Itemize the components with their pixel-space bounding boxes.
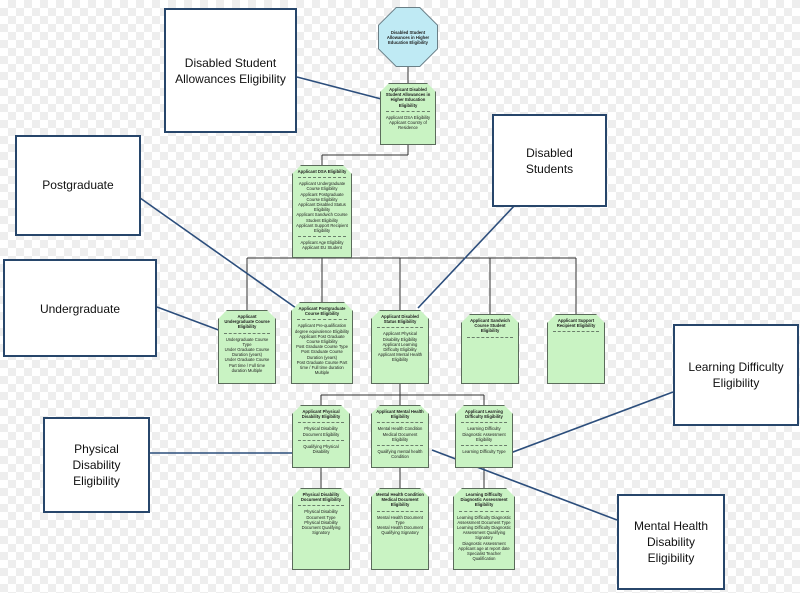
box-line: Applicant Undergraduate Course Eligibili… bbox=[298, 181, 346, 192]
callout-text: Postgraduate bbox=[42, 178, 114, 192]
divider bbox=[297, 319, 347, 320]
callout-undergraduate: Undergraduate bbox=[3, 259, 157, 357]
box-title: Applicant Sandwich Course Student Eligib… bbox=[470, 318, 510, 334]
callout-text: Mental Health Disability Eligibility bbox=[633, 519, 709, 565]
box-line: Learning Difficulty Diagnostic Assessmen… bbox=[462, 426, 506, 442]
box-line: Applicant Postgraduate Course Eligibilit… bbox=[300, 191, 344, 202]
box-line: Under Graduate Course Part time / Full t… bbox=[224, 357, 270, 373]
callout-learning-difficulty: Learning Difficulty Eligibility bbox=[673, 324, 799, 426]
box-title: Applicant Mental Health Eligibility bbox=[376, 409, 424, 420]
box-line: Specialist Teacher Qualification bbox=[467, 551, 501, 562]
box-line: Applicant Post Graduate Course Eligibili… bbox=[299, 333, 345, 345]
divider bbox=[298, 422, 344, 423]
divider bbox=[377, 327, 423, 328]
box-learning-document: Learning Difficulty Diagnostic Assessmen… bbox=[453, 488, 515, 570]
divider bbox=[461, 422, 507, 423]
divider bbox=[377, 422, 423, 423]
box-dsa: Applicant DSA Eligibility Applicant Unde… bbox=[292, 165, 352, 258]
divider bbox=[461, 445, 507, 446]
box-sandwich-course: Applicant Sandwich Course Student Eligib… bbox=[461, 314, 519, 384]
box-undergraduate: Applicant Undergraduate Course Eligibili… bbox=[218, 310, 276, 384]
callout-disabled-students: Disabled Students bbox=[492, 114, 607, 207]
divider bbox=[298, 440, 344, 441]
divider bbox=[459, 511, 509, 512]
box-physical-document: Physical Disability Document Eligibility… bbox=[292, 488, 350, 570]
box-line: Applicant Age Eligibility bbox=[300, 240, 344, 246]
box-line: Post Graduate Course Type bbox=[296, 344, 348, 350]
box-line: Physical Disability Document Qualifying … bbox=[301, 519, 341, 536]
box-title: Applicant Learning Difficulty Eligibilit… bbox=[465, 409, 503, 420]
box-line: Physical Disability Document Eligibility bbox=[302, 426, 340, 437]
box-line: Diagnostic Assessment Applicant age at r… bbox=[458, 540, 510, 551]
callout-text: Disabled Student Allowances Eligibility bbox=[175, 55, 286, 86]
callout-dsa-eligibility: Disabled Student Allowances Eligibility bbox=[164, 8, 297, 133]
box-title: Learning Difficulty Diagnostic Assessmen… bbox=[460, 492, 508, 508]
callout-text: Physical Disability Eligibility bbox=[72, 442, 121, 488]
box-line: Applicant Pre-qualification degree equiv… bbox=[295, 323, 350, 334]
divider bbox=[467, 337, 513, 338]
box-postgraduate: Applicant Postgraduate Course Eligibilit… bbox=[291, 302, 353, 384]
box-line: Applicant Physical Disability Eligibilit… bbox=[382, 331, 418, 342]
box-line: Applicant Support Recipient Eligibility bbox=[296, 222, 348, 234]
box-title: Applicant Disabled Status Eligibility bbox=[381, 314, 419, 325]
box-line: Post Graduate Course Part time / Full ti… bbox=[296, 359, 348, 376]
box-line: Applicant Sandwich Course Student Eligib… bbox=[296, 212, 348, 223]
box-title: Applicant Physical Disability Eligibilit… bbox=[301, 409, 341, 420]
box-title: Applicant Postgraduate Course Eligibilit… bbox=[298, 306, 346, 317]
box-line: Post Graduate Course Duration (years) bbox=[301, 349, 343, 360]
divider bbox=[298, 505, 344, 506]
callout-mental-health: Mental Health Disability Eligibility bbox=[617, 494, 725, 590]
callout-postgraduate: Postgraduate bbox=[15, 135, 141, 236]
box-line: Learning Difficulty Diagnostic Assessmen… bbox=[457, 525, 511, 541]
box-line: Under Graduate Course Duration (years) bbox=[224, 347, 270, 358]
box-title: Physical Disability Document Eligibility bbox=[300, 492, 342, 503]
box-line: Mental Health Condition Medical Document… bbox=[377, 426, 423, 442]
box-line: Applicant Disabled Status Eligibility bbox=[298, 202, 346, 213]
divider bbox=[224, 333, 270, 334]
box-support-recipient: Applicant Support Recipient Eligibility bbox=[547, 314, 605, 384]
box-line: Undergraduate Course Type bbox=[225, 336, 269, 347]
box-title: Applicant Disabled Student Allowances in… bbox=[385, 87, 431, 108]
box-line: Learning Difficulty Type bbox=[462, 449, 506, 455]
box-root: Applicant Disabled Student Allowances in… bbox=[380, 83, 436, 145]
divider bbox=[298, 177, 346, 178]
box-title: Applicant Undergraduate Course Eligibili… bbox=[224, 314, 270, 330]
box-line: Learning Difficulty Diagnostic Assessmen… bbox=[457, 514, 511, 525]
box-line: Applicant EU Student bbox=[302, 245, 342, 251]
divider bbox=[553, 331, 599, 332]
divider bbox=[298, 236, 346, 237]
box-line: Mental Health Document Type bbox=[376, 514, 424, 525]
box-disabled-status: Applicant Disabled Status Eligibility Ap… bbox=[371, 310, 429, 384]
box-line: Applicant Mental Health Eligibility bbox=[377, 352, 423, 363]
top-octagon: Disabled Student Allowances in Higher Ed… bbox=[379, 8, 437, 66]
box-line: Qualifying mental health Condition bbox=[377, 449, 423, 460]
divider bbox=[377, 445, 423, 446]
box-mental-document: Mental Health Condition Medical Document… bbox=[371, 488, 429, 570]
callout-physical-disability: Physical Disability Eligibility bbox=[43, 417, 150, 513]
divider bbox=[377, 511, 423, 512]
callout-text: Undergraduate bbox=[39, 302, 121, 316]
box-line: Qualifying Physical Disability bbox=[303, 443, 339, 455]
box-line: Mental Health Document Qualifying Signat… bbox=[376, 525, 424, 536]
callout-text: Disabled Students bbox=[525, 145, 574, 176]
callout-text: Learning Difficulty Eligibility bbox=[688, 360, 784, 390]
box-title: Applicant DSA Eligibility bbox=[297, 169, 347, 174]
box-title: Applicant Support Recipient Eligibility bbox=[556, 318, 596, 329]
box-physical-disability: Applicant Physical Disability Eligibilit… bbox=[292, 405, 350, 468]
box-line: Applicant Learning Difficulty Eligibilit… bbox=[382, 341, 418, 353]
box-mental-health: Applicant Mental Health Eligibility Ment… bbox=[371, 405, 429, 468]
box-line: Applicant Country of Residence bbox=[389, 120, 427, 131]
top-octagon-label: Disabled Student Allowances in Higher Ed… bbox=[386, 29, 430, 45]
box-learning-difficulty: Applicant Learning Difficulty Eligibilit… bbox=[455, 405, 513, 468]
box-line: Physical Disability Document Type bbox=[304, 509, 338, 520]
box-title: Mental Health Condition Medical Document… bbox=[376, 492, 424, 508]
box-line: Applicant DSA Eligibility bbox=[385, 114, 431, 120]
divider bbox=[386, 111, 430, 112]
